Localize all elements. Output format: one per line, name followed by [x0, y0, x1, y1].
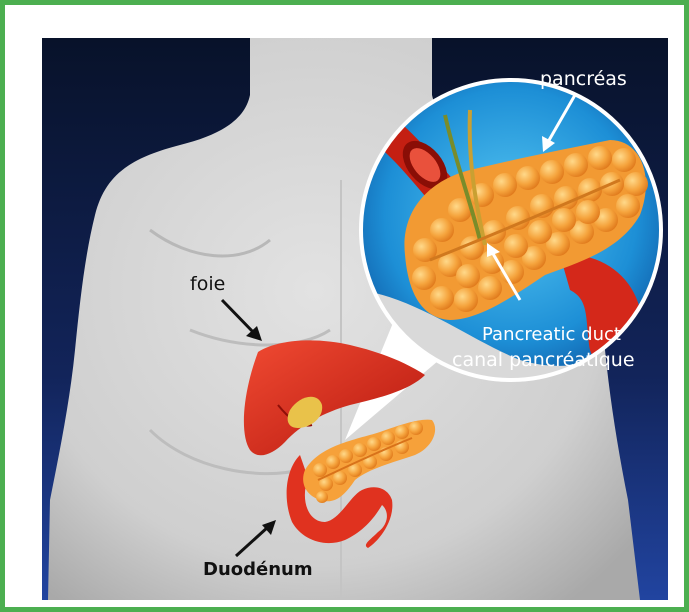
label-liver: foie — [190, 273, 225, 295]
label-duct-french: canal pancréatique — [452, 349, 635, 371]
label-pancreas: pancréas — [540, 68, 627, 90]
label-duct-english: Pancreatic duct — [482, 324, 621, 345]
label-duodenum: Duodénum — [203, 559, 313, 580]
